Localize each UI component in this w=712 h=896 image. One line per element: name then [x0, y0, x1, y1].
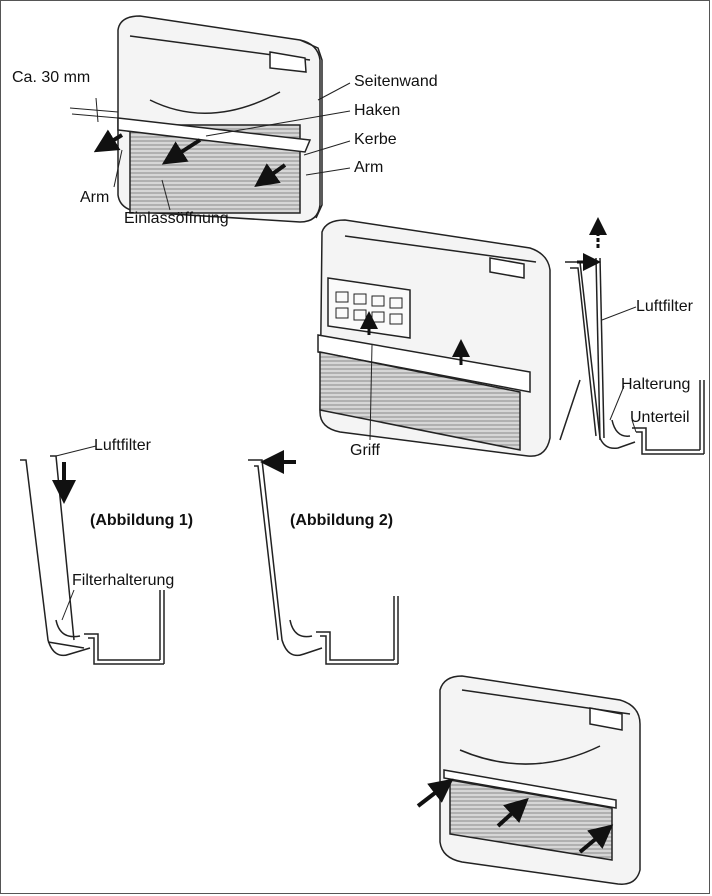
arrows-right-view: [577, 217, 607, 271]
label-air-filter-fig1: Luftfilter: [94, 437, 151, 454]
label-side-wall: Seitenwand: [354, 73, 438, 90]
leader-griff: [369, 344, 373, 441]
unit-top-left: [117, 15, 323, 223]
arrows-unit3: [416, 778, 614, 854]
filter-view-figure2: [248, 459, 399, 665]
arrows-unit2: [360, 311, 470, 365]
leader-lines-unit1: [113, 82, 351, 211]
label-arm-left: Arm: [80, 189, 110, 206]
unit-bottom-right: [439, 675, 641, 885]
label-handle: Griff: [350, 442, 380, 459]
leader-luftfilter-fig1: [55, 445, 97, 457]
label-filter-holder: Filterhalterung: [72, 572, 175, 589]
filter-side-view-right: [559, 257, 705, 455]
label-figure1: (Abbildung 1): [90, 512, 194, 529]
keypad-buttons: [335, 291, 403, 325]
leader-filterhalterung: [61, 589, 75, 621]
label-hook: Haken: [354, 102, 401, 119]
label-base: Unterteil: [630, 409, 690, 426]
label-holder: Halterung: [621, 376, 691, 393]
leader-lines-right: [601, 306, 637, 433]
filter-view-figure1: [20, 455, 165, 665]
label-inlet: Einlassöffnung: [124, 210, 229, 227]
label-distance: Ca. 30 mm: [12, 69, 91, 86]
label-notch: Kerbe: [354, 131, 397, 148]
label-arm-right: Arm: [354, 159, 384, 176]
arrows-unit1: [93, 129, 287, 187]
label-air-filter-right: Luftfilter: [636, 298, 693, 315]
label-figure2: (Abbildung 2): [290, 512, 394, 529]
dimension-marker: [69, 97, 119, 123]
unit-middle: [317, 219, 551, 457]
